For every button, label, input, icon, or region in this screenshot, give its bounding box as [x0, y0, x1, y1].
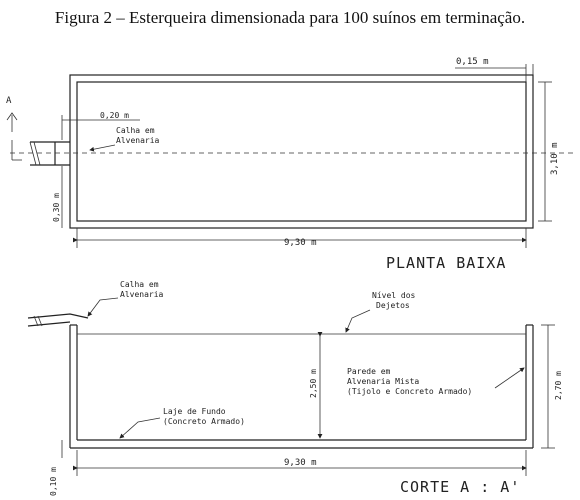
plan-title: PLANTA BAIXA — [386, 254, 506, 272]
section-depth: 2,50 m — [309, 369, 318, 398]
section-wall-label-1: Parede em — [347, 367, 391, 376]
section-slab-label-2: (Concreto Armado) — [163, 417, 245, 426]
plan-inner-wall — [76, 81, 527, 222]
figure-caption: Figura 2 – Esterqueira dimensionada para… — [54, 8, 526, 27]
section-wall-label-2: Alvenaria Mista — [347, 377, 419, 386]
section-title: CORTE A : A' — [400, 478, 520, 496]
section-level-label-1: Nível dos — [372, 291, 416, 300]
section-marker-a: A — [6, 96, 12, 106]
section-marker-arrow — [6, 112, 18, 132]
section-wall-label-3: (Tijolo e Concreto Armado) — [347, 387, 472, 396]
plan-outer-wall — [69, 74, 534, 229]
plan-wall-thickness: 0,15 m — [456, 57, 489, 67]
plan-channel — [29, 141, 70, 166]
section-channel — [27, 313, 89, 327]
plan-length: 9,30 m — [284, 238, 317, 248]
plan-width: 3,10 m — [550, 142, 560, 175]
plan-channel-label-1: Calha em — [116, 126, 155, 135]
section-channel-label-2: Alvenaria — [120, 290, 164, 299]
plan-channel-width: 0,20 m — [100, 111, 129, 120]
section-level-label-2: Dejetos — [376, 301, 410, 310]
section-slab-label-1: Laje de Fundo — [163, 407, 226, 416]
section-view: Calha em Alvenaria Nível dos Dejetos 2,5… — [27, 280, 563, 496]
section-wall-height: 2,70 m — [554, 371, 563, 400]
plan-view: A 0,15 m 0,20 m Calha em Alvenaria 0,30 … — [6, 57, 575, 272]
section-channel-label-1: Calha em — [120, 280, 159, 289]
plan-side-offset: 0,30 m — [52, 193, 61, 222]
section-length: 9,30 m — [284, 458, 317, 468]
plan-channel-label-2: Alvenaria — [116, 136, 160, 145]
section-slab-thickness: 0,10 m — [49, 467, 58, 496]
